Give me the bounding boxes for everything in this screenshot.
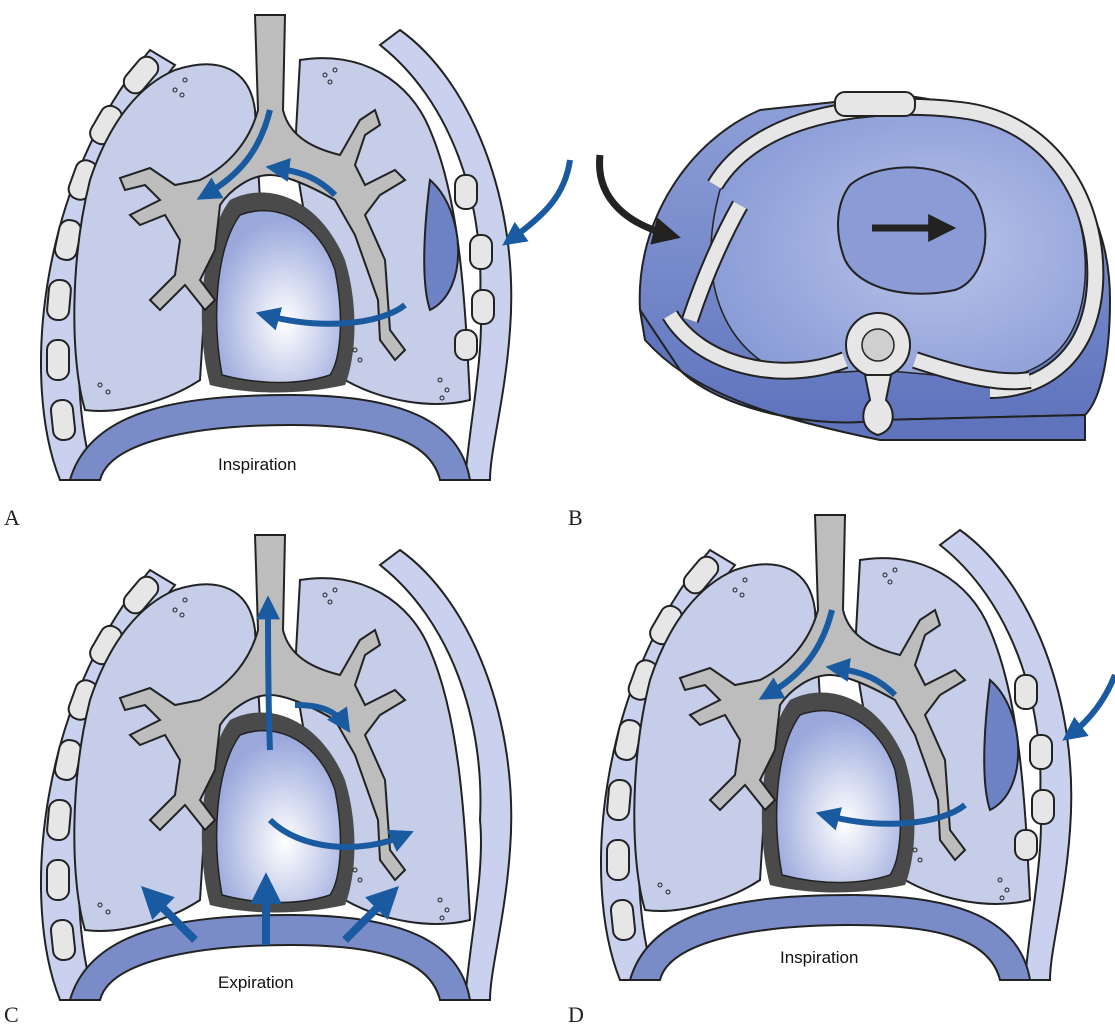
paradoxical-inward-arrow [510,160,570,240]
panel-label-c: C [4,1002,19,1028]
panel-label-b: B [568,505,583,531]
caption-inspiration-d: Inspiration [780,948,858,968]
panel-label-a: A [4,505,20,531]
paradoxical-inward-arrow-d [1070,675,1115,735]
panel-d-inspiration [601,515,1115,980]
panel-b-axial-section [600,92,1110,440]
caption-inspiration-a: Inspiration [218,455,296,475]
panel-c-expiration [41,535,511,1000]
panel-label-d: D [568,1002,584,1028]
caption-expiration-c: Expiration [218,973,294,993]
airflow-arrow-trachea-up [268,605,270,750]
panel-a-inspiration [41,15,570,480]
